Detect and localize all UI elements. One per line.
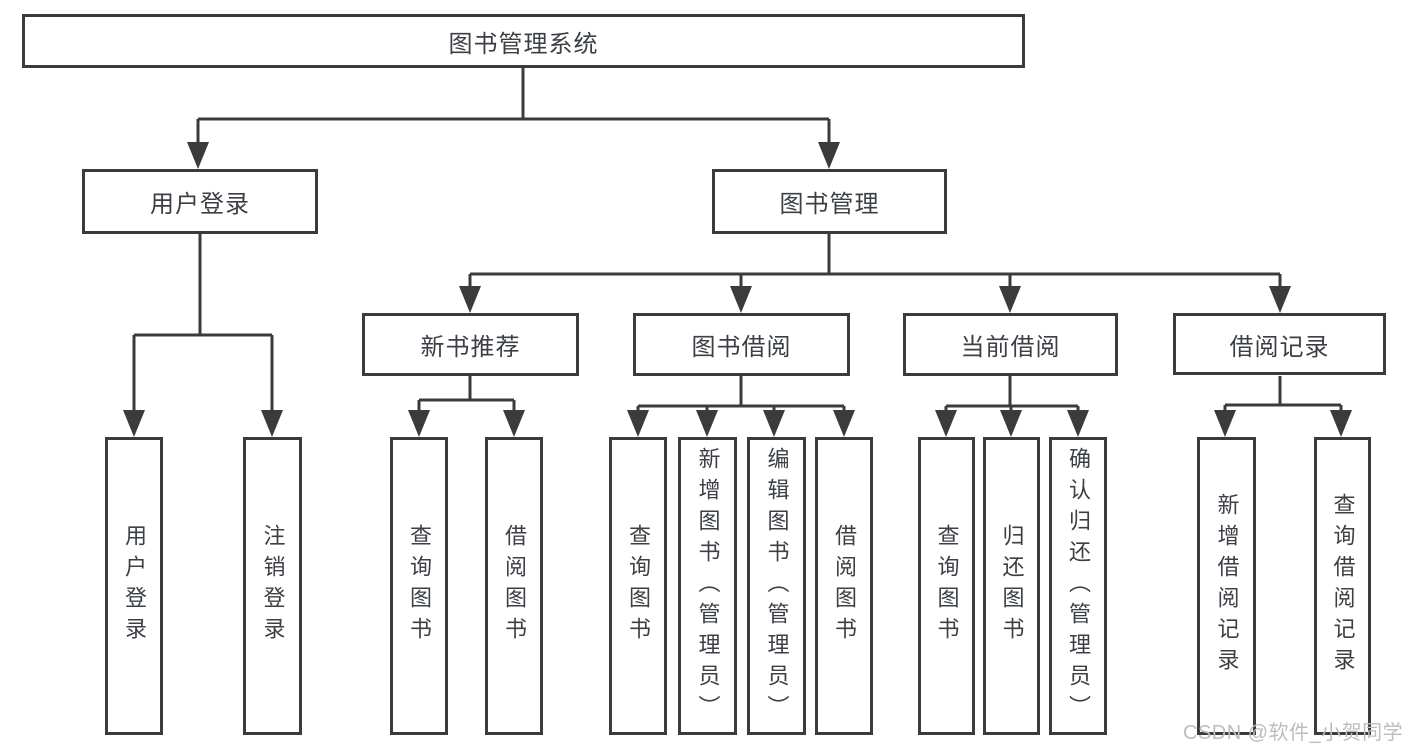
leaf-add-book-admin: 新增图书（管理员）: [678, 437, 737, 735]
leaf-query-book-current: 查询图书: [918, 437, 975, 735]
node-label: 新增借阅记录: [1214, 493, 1240, 679]
node-label: 借阅图书: [832, 524, 857, 648]
node-current-borrowing: 当前借阅: [903, 313, 1118, 376]
leaf-add-borrow-record: 新增借阅记录: [1197, 437, 1256, 735]
node-label: 用户登录: [122, 524, 147, 648]
node-label: 归还图书: [999, 524, 1025, 648]
node-library-management-system: 图书管理系统: [22, 14, 1025, 68]
node-label: 新增图书（管理员）: [695, 446, 721, 726]
node-borrowing-records: 借阅记录: [1173, 313, 1386, 375]
node-new-book-recommendation: 新书推荐: [362, 313, 579, 376]
node-label: 新书推荐: [420, 334, 521, 361]
node-label: 编辑图书（管理员）: [764, 446, 790, 726]
node-label: 用户登录: [150, 191, 250, 218]
leaf-query-book-borrowing: 查询图书: [609, 437, 667, 735]
node-user-login: 用户登录: [82, 169, 318, 234]
node-label: 图书管理系统: [448, 30, 599, 58]
leaf-borrow-book-newbook: 借阅图书: [485, 437, 543, 735]
node-label: 借阅记录: [1229, 333, 1330, 361]
leaf-return-book: 归还图书: [983, 437, 1040, 735]
node-label: 当前借阅: [960, 334, 1061, 361]
leaf-borrow-book-borrowing: 借阅图书: [815, 437, 873, 735]
node-label: 图书借阅: [691, 334, 792, 361]
node-label: 查询图书: [626, 524, 651, 648]
leaf-confirm-return-admin: 确认归还（管理员）: [1049, 437, 1107, 735]
leaf-logout: 注销登录: [243, 437, 302, 735]
node-label: 查询图书: [407, 524, 432, 648]
csdn-watermark: CSDN @软件_小贺同学: [1183, 722, 1404, 744]
leaf-user-login: 用户登录: [105, 437, 163, 735]
node-label: 注销登录: [260, 524, 286, 648]
node-label: 确认归还（管理员）: [1066, 446, 1091, 726]
node-book-management: 图书管理: [712, 169, 947, 234]
node-label: 查询借阅记录: [1330, 493, 1356, 679]
node-label: 借阅图书: [502, 524, 527, 648]
leaf-query-book-newbook: 查询图书: [390, 437, 448, 735]
node-label: 图书管理: [779, 191, 880, 218]
leaf-query-borrow-record: 查询借阅记录: [1314, 437, 1371, 735]
node-label: 查询图书: [934, 524, 960, 648]
leaf-edit-book-admin: 编辑图书（管理员）: [747, 437, 806, 735]
node-book-borrowing: 图书借阅: [633, 313, 850, 376]
